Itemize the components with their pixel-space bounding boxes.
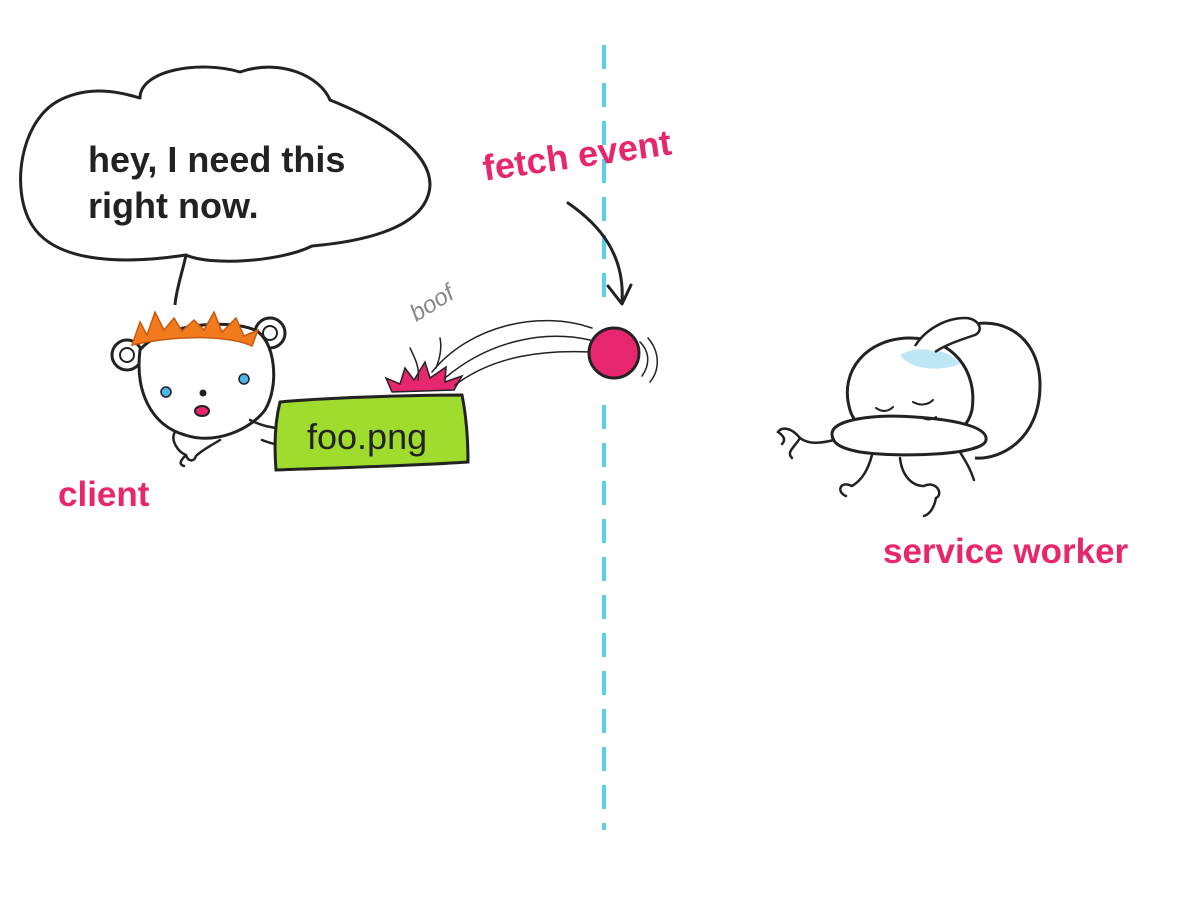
client-character [110,310,300,468]
speech-cloud [19,65,432,306]
fetch-arrow [566,201,633,306]
bowl [939,321,1042,460]
service-worker-character [776,316,1042,518]
speech-line: hey, I need this [88,139,346,180]
motion-lines [409,319,593,386]
scratching-hand [913,316,981,354]
left-arm [776,427,836,460]
speech-text: hey, I need this right now. [88,137,345,229]
ring [830,414,988,457]
mouth [194,405,210,417]
speech-line: right now. [88,185,259,226]
legs [839,450,976,518]
file-label: foo.png [307,416,428,457]
nose [199,389,207,397]
fetch-ball [587,326,658,383]
splat [384,360,464,393]
sleepy-eyes [875,399,937,421]
right-eye [238,373,250,385]
file-box [273,393,470,472]
service-worker-label: service worker [883,532,1129,571]
left-hand [172,430,222,468]
left-eye [160,386,172,398]
hair [130,310,260,348]
client-label: client [58,475,150,514]
head-shine [900,349,960,369]
